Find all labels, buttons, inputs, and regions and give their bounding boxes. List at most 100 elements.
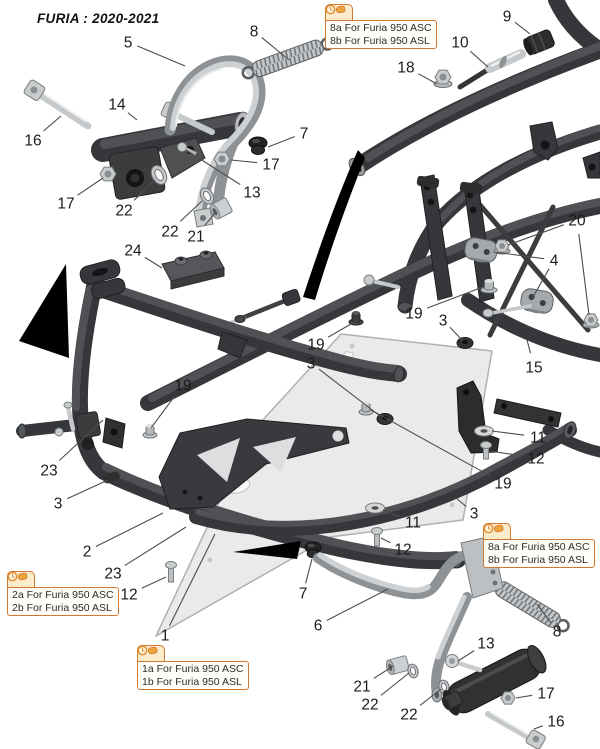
nut-17-right	[213, 151, 231, 167]
callout-number-19: 19	[494, 476, 511, 493]
note-box-bottom: 1a For Furia 950 ASC 1b For Furia 950 AS…	[137, 645, 249, 690]
washer-11-center	[365, 502, 385, 514]
bushing-21-b	[385, 655, 410, 676]
leader-line-15	[526, 339, 532, 354]
callout-number-11: 11	[405, 515, 421, 532]
leader-line-23	[124, 526, 187, 566]
callout-number-8: 8	[250, 24, 259, 41]
footrest-bracket	[158, 418, 350, 510]
bushing-21-a	[209, 197, 233, 220]
direction-arrow-bottom	[233, 541, 301, 559]
screw-12-center	[371, 527, 383, 547]
leader-line-22	[179, 200, 203, 222]
callout-number-24: 24	[124, 243, 142, 260]
callout-number-4: 4	[550, 253, 559, 270]
callout-number-22: 22	[161, 224, 178, 241]
callout-number-19: 19	[307, 337, 324, 354]
leader-line-22	[380, 672, 410, 696]
callout-number-3: 3	[470, 506, 479, 523]
callout-number-17: 17	[262, 157, 279, 174]
leader-line-3	[455, 497, 467, 508]
leader-line-18	[418, 73, 438, 85]
leader-line-19	[370, 409, 491, 477]
leader-line-11	[382, 509, 401, 518]
note-line: 2a For Furia 950 ASC	[12, 589, 114, 601]
nut-19-center	[358, 401, 374, 416]
callout-number-12: 12	[527, 451, 544, 468]
callout-number-11: 11	[530, 430, 546, 447]
callout-number-16: 16	[24, 133, 41, 150]
leader-line-4	[493, 251, 545, 260]
leader-line-20	[507, 224, 564, 246]
leader-line-17	[515, 694, 533, 699]
screw-12-left	[165, 561, 177, 583]
leader-line-3	[318, 368, 381, 417]
callout-number-19: 19	[174, 378, 191, 395]
callout-number-17: 17	[537, 686, 554, 703]
callout-number-16: 16	[547, 714, 564, 731]
kit-clock-wrench-icon	[7, 571, 35, 587]
note-box-top: 8a For Furia 950 ASC 8b For Furia 950 AS…	[325, 4, 437, 49]
leader-line-16	[533, 725, 543, 730]
callout-number-14: 14	[108, 97, 126, 114]
note-line: 1a For Furia 950 ASC	[142, 663, 244, 675]
rear-bumper-bar	[189, 421, 577, 536]
page-title: FURIA : 2020-2021	[37, 11, 160, 26]
leader-line-8	[536, 603, 552, 624]
callout-number-22: 22	[361, 697, 378, 714]
callout-number-22: 22	[400, 707, 417, 724]
callout-number-6: 6	[314, 618, 323, 635]
leader-line-7	[267, 136, 295, 148]
callout-number-7: 7	[300, 126, 309, 143]
callout-number-18: 18	[397, 60, 414, 77]
leader-line-21	[204, 211, 217, 226]
callout-number-13: 13	[243, 185, 260, 202]
nut-19-right	[480, 279, 498, 294]
brake-linkage	[230, 274, 400, 324]
nut-20-a	[493, 239, 511, 255]
callout-number-9: 9	[503, 9, 512, 26]
leader-line-24	[144, 256, 163, 269]
leader-line-1	[168, 533, 216, 627]
note-line: 8b For Furia 950 ASL	[488, 553, 588, 566]
leader-line-3	[449, 326, 464, 342]
nut-17-b	[500, 691, 516, 705]
bolt-15	[482, 304, 532, 318]
leader-line-12	[141, 576, 167, 589]
leader-line-9	[514, 21, 531, 35]
note-line: 8a For Furia 950 ASC	[330, 22, 432, 34]
leader-line-6	[326, 588, 389, 621]
callout-number-2: 2	[83, 544, 92, 561]
callout-number-15: 15	[525, 360, 542, 377]
bolt-13-b	[445, 654, 483, 673]
leader-line-19	[327, 319, 359, 338]
leader-line-17	[77, 177, 104, 196]
kit-clock-wrench-icon	[483, 523, 511, 539]
callout-number-20: 20	[568, 213, 586, 230]
callout-number-12: 12	[394, 542, 411, 559]
note-box-right: 8a For Furia 950 ASC 8b For Furia 950 AS…	[483, 523, 595, 568]
callout-number-5: 5	[124, 35, 133, 52]
spacer-plate-24	[161, 250, 225, 290]
leader-line-17	[230, 159, 258, 164]
note-box-left: 2a For Furia 950 ASC 2b For Furia 950 AS…	[7, 571, 119, 616]
callout-number-7: 7	[299, 586, 308, 603]
screw-19-left	[142, 424, 158, 439]
callout-number-3: 3	[439, 313, 448, 330]
note-line: 8a For Furia 950 ASC	[488, 541, 590, 553]
nut-18	[433, 69, 453, 88]
callout-number-10: 10	[451, 35, 469, 52]
grommet-3-b	[456, 337, 474, 349]
callout-number-19: 19	[405, 306, 422, 323]
nut-20-b	[582, 313, 600, 329]
callout-number-1: 1	[161, 628, 170, 645]
direction-arrow-center	[303, 150, 365, 300]
leader-line-16	[43, 115, 62, 132]
callout-number-12: 12	[120, 587, 137, 604]
leader-line-22	[419, 688, 442, 706]
rod-10	[457, 49, 526, 90]
leader-line-5	[136, 45, 186, 67]
note-line: 8b For Furia 950 ASL	[330, 34, 430, 47]
